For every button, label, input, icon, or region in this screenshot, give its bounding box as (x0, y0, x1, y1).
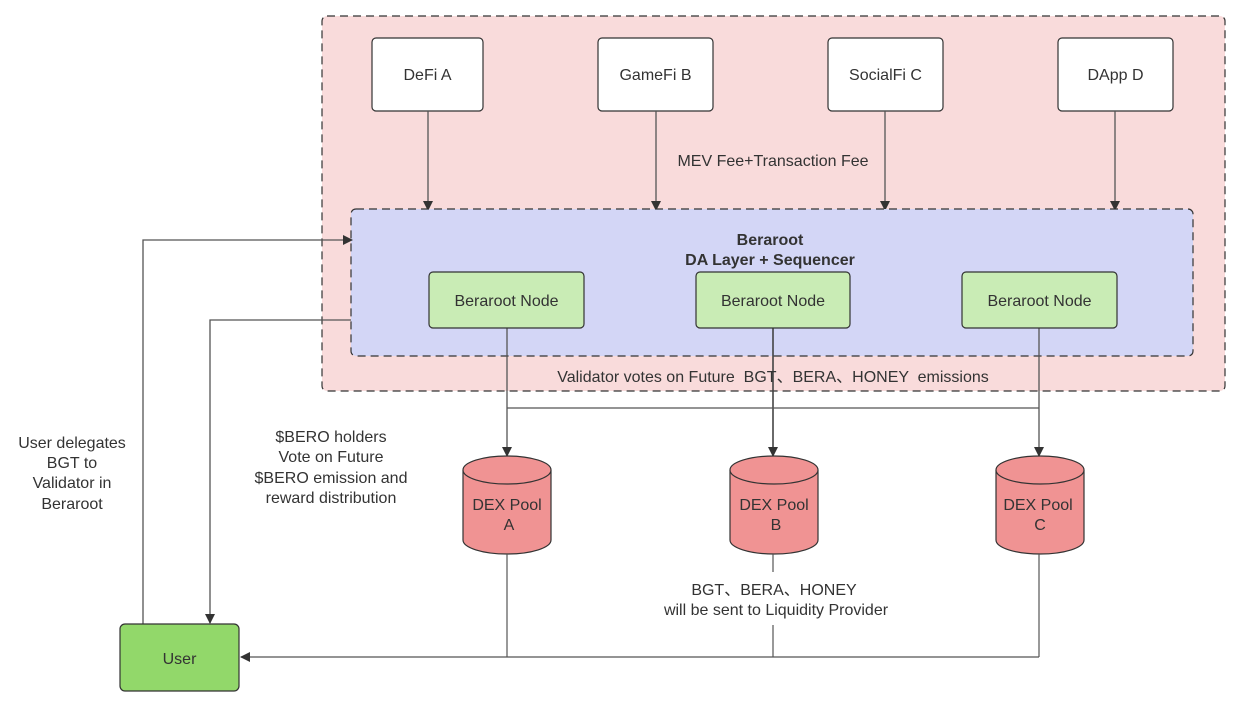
delegate-label-line4: Beraroot (41, 496, 103, 513)
app-label: DApp D (1087, 67, 1143, 84)
holders-label-line4: reward distribution (266, 490, 397, 507)
user-box[interactable]: User (119, 623, 240, 692)
pool-label-line1: DEX Pool (1003, 497, 1072, 514)
pool-label-line2: B (771, 517, 782, 534)
beraroot-node-3[interactable]: Beraroot Node (961, 271, 1118, 329)
node-label: Beraroot Node (987, 293, 1091, 310)
fee-label: MEV Fee+Transaction Fee (677, 153, 868, 170)
rewards-label-line2: will be sent to Liquidity Provider (663, 602, 889, 619)
beraroot-node-1[interactable]: Beraroot Node (428, 271, 585, 329)
app-box-dapp-d[interactable]: DApp D (1057, 37, 1174, 112)
app-box-gamefi-b[interactable]: GameFi B (597, 37, 714, 112)
validator-votes-label: Validator votes on Future BGT、BERA、HONEY… (557, 369, 989, 386)
connector-layer-to-user (205, 319, 351, 624)
dex-pool-c[interactable]: DEX Pool C (995, 455, 1085, 555)
user-label: User (163, 651, 197, 668)
delegate-label-line3: Validator in (33, 475, 112, 492)
rewards-label-line1: BGT、BERA、HONEY (691, 582, 857, 599)
app-label: DeFi A (403, 67, 451, 84)
holders-label-line2: Vote on Future (279, 449, 384, 466)
connector-user-delegates (142, 235, 353, 624)
pool-label-line1: DEX Pool (472, 497, 541, 514)
delegate-label-line1: User delegates (18, 435, 126, 452)
app-label: SocialFi C (849, 67, 922, 84)
dex-pool-b[interactable]: DEX Pool B (729, 455, 819, 555)
pool-label-line1: DEX Pool (739, 497, 808, 514)
pool-label-line2: C (1034, 517, 1046, 534)
app-box-socialfi-c[interactable]: SocialFi C (827, 37, 944, 112)
holders-label-line1: $BERO holders (275, 429, 386, 446)
layer-title: Beraroot (737, 232, 804, 249)
beraroot-node-2[interactable]: Beraroot Node (695, 271, 851, 329)
node-label: Beraroot Node (454, 293, 558, 310)
holders-label-line3: $BERO emission and (255, 470, 408, 487)
app-box-defi-a[interactable]: DeFi A (371, 37, 484, 112)
app-label: GameFi B (619, 67, 691, 84)
layer-subtitle: DA Layer + Sequencer (685, 252, 855, 269)
dex-pool-a[interactable]: DEX Pool A (462, 455, 552, 555)
node-label: Beraroot Node (721, 293, 825, 310)
delegate-label-line2: BGT to (47, 455, 97, 472)
pool-label-line2: A (504, 517, 515, 534)
